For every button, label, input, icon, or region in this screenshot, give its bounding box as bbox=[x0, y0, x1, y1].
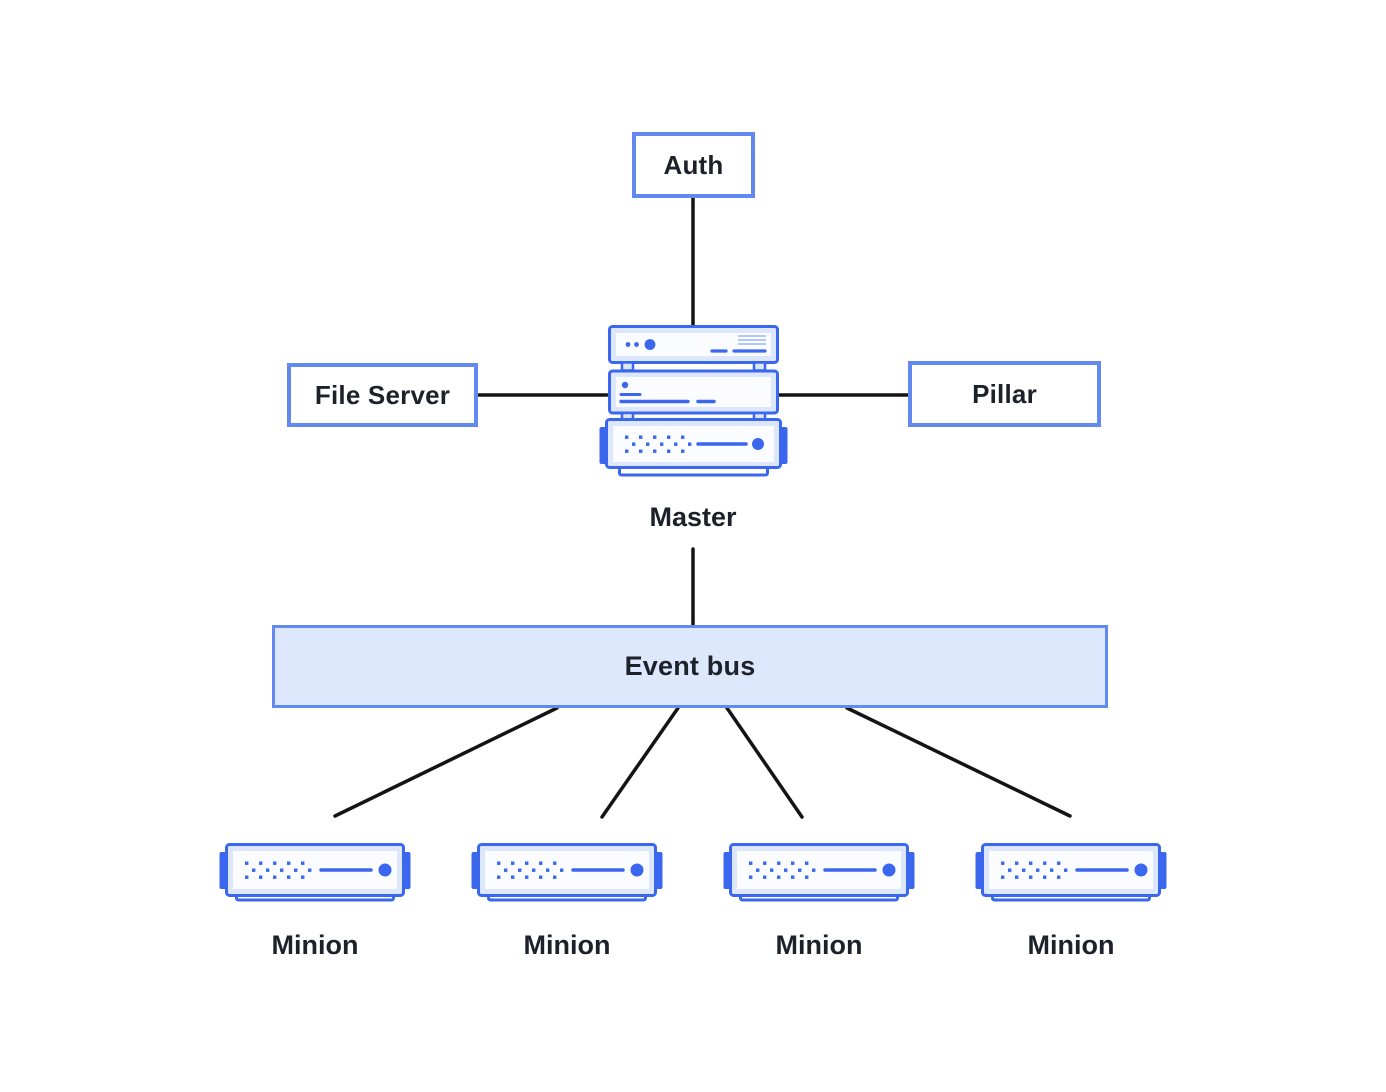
node-auth-label: Auth bbox=[663, 149, 724, 180]
server-stack-icon bbox=[598, 325, 789, 478]
node-minion-label: Minion bbox=[523, 930, 611, 960]
server-icon bbox=[470, 843, 664, 903]
node-minion-label: Minion bbox=[775, 930, 863, 960]
edge-eventbus-minion-1 bbox=[333, 706, 559, 818]
server-icon bbox=[722, 843, 916, 903]
node-pillar-label: Pillar bbox=[972, 378, 1037, 409]
node-event-bus-label: Event bus bbox=[624, 651, 756, 681]
node-file-server: File Server bbox=[287, 363, 478, 427]
node-event-bus: Event bus bbox=[272, 625, 1108, 708]
node-pillar: Pillar bbox=[908, 361, 1101, 427]
edge-eventbus-minion-4 bbox=[845, 706, 1072, 818]
node-master-label: Master bbox=[649, 502, 737, 532]
edge-eventbus-minion-3 bbox=[725, 706, 804, 819]
node-minion-label: Minion bbox=[1027, 930, 1115, 960]
node-auth: Auth bbox=[632, 132, 755, 198]
server-icon bbox=[974, 843, 1168, 903]
edge-eventbus-minion-2 bbox=[600, 706, 680, 819]
server-icon bbox=[218, 843, 412, 903]
node-minion-label: Minion bbox=[271, 930, 359, 960]
node-file-server-label: File Server bbox=[314, 379, 451, 410]
